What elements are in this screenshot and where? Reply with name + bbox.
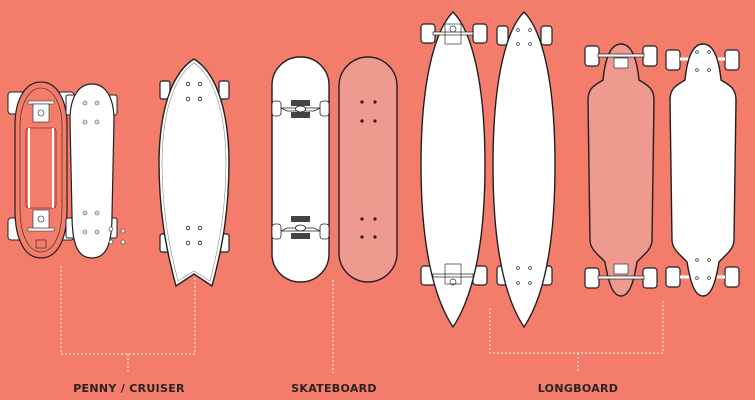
longboard-label: LONGBOARD [537,382,619,395]
skateboard-top-view [338,56,398,283]
longboard-connector [489,300,664,373]
pintail-longboard-top-view [492,11,556,329]
drop-through-longboard-top-view [665,43,740,297]
pintail-longboard-bottom-view [420,11,488,329]
penny-cruiser-label: PENNY / CRUISER [73,382,185,395]
drop-through-longboard-bottom-view [584,43,658,297]
penny-board-bottom-view [7,81,75,259]
skateboard-bottom-view [271,56,330,283]
penny-board-top-view [65,83,126,259]
skateboard-label: SKATEBOARD [291,382,377,395]
penny-cruiser-connector [60,266,196,373]
fishtail-cruiser-top-view [158,58,230,288]
